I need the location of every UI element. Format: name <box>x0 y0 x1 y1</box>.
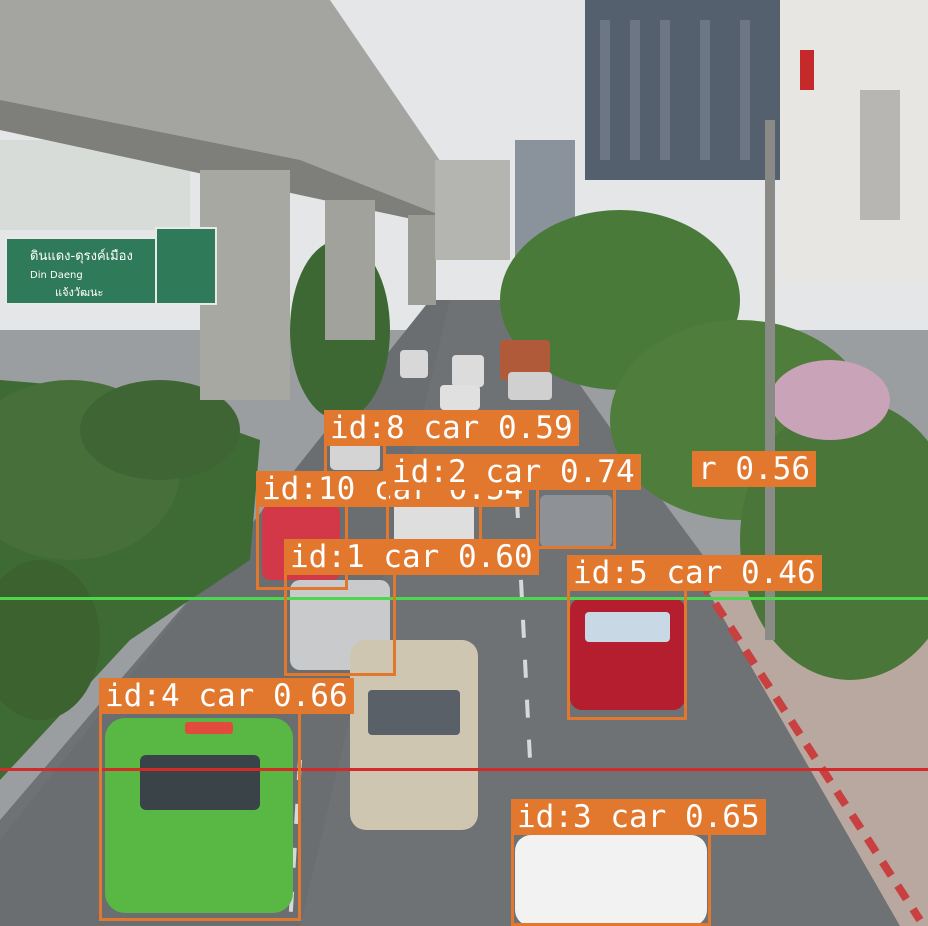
sign-line-1: ดินแดง-ดุรงค์เมือง <box>30 248 133 264</box>
car-2 <box>394 495 474 545</box>
detection-label: r 0.56 <box>692 451 816 487</box>
detection-label: id:8 car 0.59 <box>324 410 579 446</box>
detection-box-id8: id:8 car 0.59 <box>324 410 579 483</box>
detection-box-id3: id:3 car 0.65 <box>511 799 766 926</box>
tower-building <box>585 0 785 180</box>
detection-box-id5: id:5 car 0.46 <box>567 555 822 720</box>
detection-box-id4: id:4 car 0.66 <box>99 678 354 921</box>
detection-label: id:5 car 0.46 <box>567 555 822 591</box>
car-3 <box>515 835 707 926</box>
sign-line-2: Din Daeng <box>30 270 83 281</box>
car-7 <box>540 495 612 547</box>
right-building <box>780 0 928 280</box>
counting-line-upper <box>0 597 928 600</box>
station <box>435 160 510 260</box>
detection-label: id:1 car 0.60 <box>284 539 539 575</box>
detection-box-id2: id:2 car 0.74 <box>386 454 641 547</box>
skytrain-track <box>0 0 460 215</box>
detection-box-id7-body <box>536 487 616 549</box>
sign-line-3: แจ้งวัฒนะ <box>55 286 103 299</box>
counting-line-lower <box>0 768 928 771</box>
detection-label: id:4 car 0.66 <box>99 678 354 714</box>
utility-pole <box>765 120 775 640</box>
car-8 <box>330 440 380 470</box>
detection-label: id:2 car 0.74 <box>386 454 641 490</box>
detection-label: id:3 car 0.65 <box>511 799 766 835</box>
direction-sign <box>5 237 157 305</box>
detection-box-id1: id:1 car 0.60 <box>284 539 539 676</box>
